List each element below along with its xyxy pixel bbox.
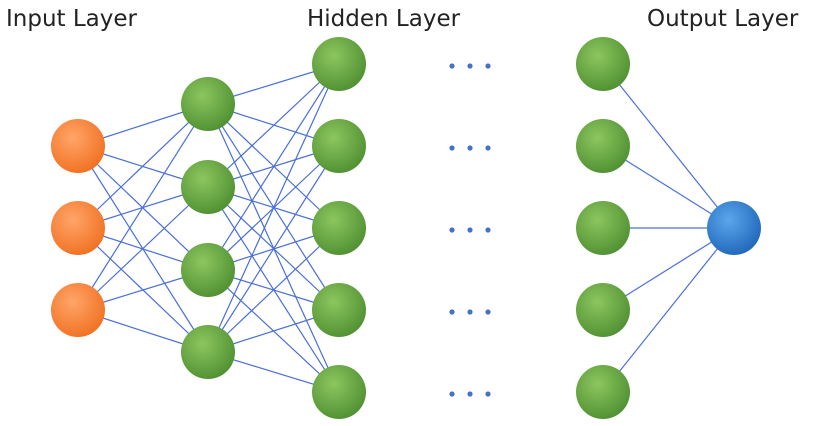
hidden-node <box>181 325 235 379</box>
input-node <box>51 119 105 173</box>
connection-line <box>207 63 340 271</box>
input-node <box>51 201 105 255</box>
hidden-node <box>312 365 366 419</box>
connection-line <box>207 227 340 353</box>
nodes <box>51 37 761 419</box>
ellipsis-icon <box>449 309 491 315</box>
hidden-layer-label: Hidden Layer <box>307 6 461 32</box>
hidden-node <box>181 77 235 131</box>
hidden-node <box>312 283 366 337</box>
hidden-node <box>181 243 235 297</box>
ellipsis-icon <box>449 145 491 151</box>
connection-line <box>207 63 340 353</box>
hidden-node <box>576 37 630 91</box>
input-layer-label: Input Layer <box>6 6 138 32</box>
connection-line <box>77 103 209 311</box>
hidden-node <box>312 119 366 173</box>
ellipsis-icon <box>449 391 491 397</box>
hidden-node <box>181 160 235 214</box>
ellipsis-icon <box>449 63 491 69</box>
connection-line <box>77 186 209 311</box>
connection-line <box>602 63 735 229</box>
hidden-node <box>576 201 630 255</box>
hidden-node <box>312 37 366 91</box>
connection-line <box>602 227 735 393</box>
hidden-node <box>576 119 630 173</box>
connection-line <box>207 63 340 188</box>
output-layer-label: Output Layer <box>647 6 799 32</box>
connection-line <box>77 103 209 229</box>
connection-line <box>207 145 340 353</box>
ellipsis-icon <box>449 227 491 233</box>
hidden-node <box>312 201 366 255</box>
hidden-node <box>576 283 630 337</box>
output-node <box>707 201 761 255</box>
hidden-node <box>576 365 630 419</box>
ellipsis-group <box>449 63 491 397</box>
connections <box>77 63 735 393</box>
input-node <box>51 283 105 337</box>
